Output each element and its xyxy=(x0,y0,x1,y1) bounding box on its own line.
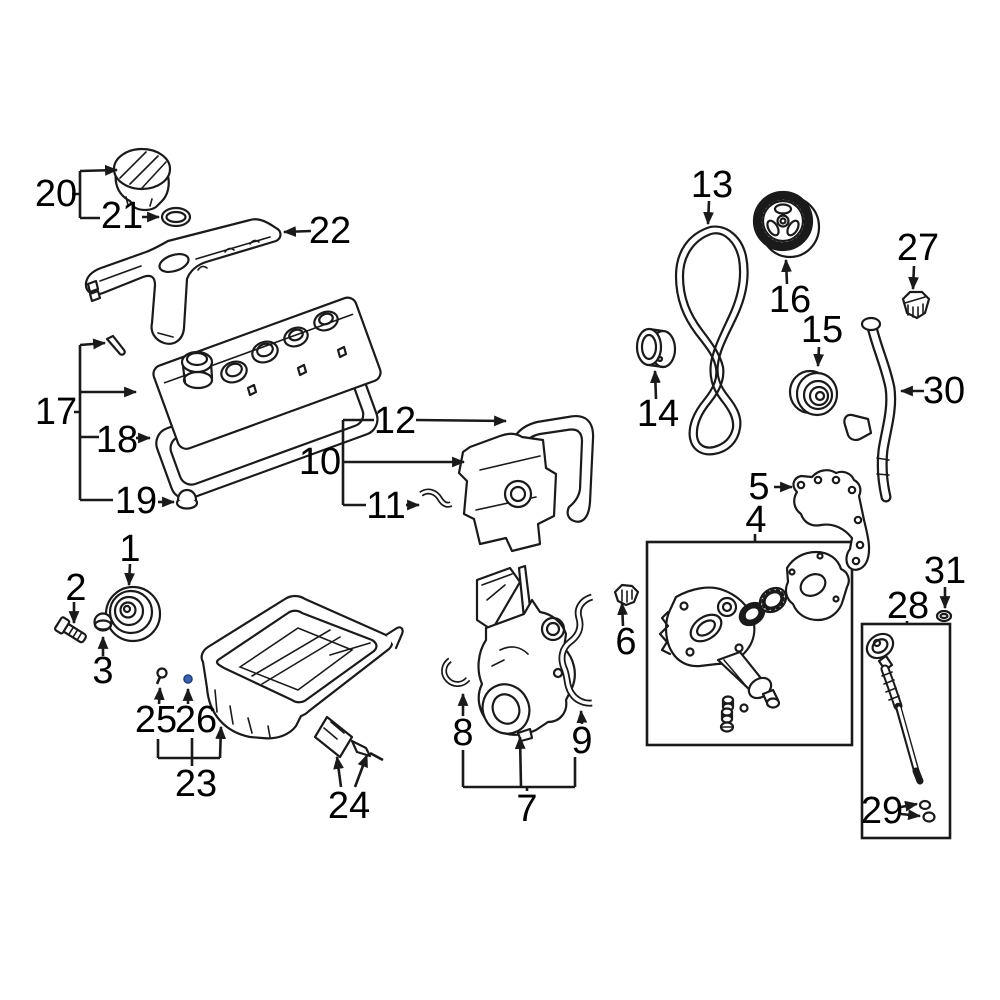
leader-17-18-19 xyxy=(74,338,176,508)
leader-27 xyxy=(908,265,919,291)
leader-22 xyxy=(282,226,312,237)
callout-5: 5 xyxy=(748,466,769,508)
callout-28: 28 xyxy=(887,585,929,627)
callout-14: 14 xyxy=(637,393,679,435)
part-pin xyxy=(105,334,126,356)
callout-22: 22 xyxy=(309,210,351,252)
leader-15 xyxy=(813,346,825,368)
part-drain-bolt xyxy=(155,667,168,685)
callout-1: 1 xyxy=(119,528,140,570)
callout-27: 27 xyxy=(897,227,939,269)
callout-17: 17 xyxy=(35,391,77,433)
callout-31: 31 xyxy=(924,550,966,592)
part-timing-cover-upper xyxy=(457,432,558,553)
leader-23 xyxy=(156,725,227,766)
part-sealant-tube xyxy=(313,715,384,762)
callout-26: 26 xyxy=(175,699,217,741)
part-washer xyxy=(93,612,113,632)
callout-21: 21 xyxy=(101,195,143,237)
leader-lines xyxy=(68,164,951,821)
callout-11: 11 xyxy=(366,485,405,527)
part-bolt-27 xyxy=(901,290,931,320)
part-oil-seals xyxy=(738,586,788,627)
callout-24: 24 xyxy=(328,785,370,827)
part-valve-cover xyxy=(152,296,382,450)
part-oil-pan xyxy=(200,594,404,740)
part-oil-pump-assembly xyxy=(658,550,850,733)
callout-29: 29 xyxy=(861,790,903,832)
part-cover-gasket xyxy=(558,593,594,707)
callout-3: 3 xyxy=(92,650,113,692)
part-cap-o-ring xyxy=(160,206,192,228)
part-bolt-6 xyxy=(613,583,640,607)
leader-7-8-9 xyxy=(457,692,588,791)
leader-16 xyxy=(781,258,792,285)
part-highlighted-gasket xyxy=(183,674,193,684)
part-crank-pulley xyxy=(104,585,162,643)
part-oil-pump-plate xyxy=(792,469,871,571)
part-grommet xyxy=(175,488,199,510)
callout-4: 4 xyxy=(745,499,766,541)
leader-20-21 xyxy=(72,164,161,223)
part-dipstick xyxy=(865,632,936,823)
part-cover-hook xyxy=(441,657,471,687)
callout-labels: 20 21 22 17 18 19 10 12 11 1 2 3 25 26 2… xyxy=(35,164,966,832)
callout-20: 20 xyxy=(35,173,77,215)
callout-8: 8 xyxy=(452,712,473,754)
callout-19: 19 xyxy=(115,480,157,522)
callout-7: 7 xyxy=(516,788,537,830)
part-timing-belt xyxy=(674,225,749,456)
leader-14 xyxy=(650,369,661,400)
callout-2: 2 xyxy=(65,567,86,609)
callout-18: 18 xyxy=(96,419,138,461)
part-tube-o-ring xyxy=(935,609,953,623)
callout-9: 9 xyxy=(571,720,592,762)
leader-13 xyxy=(703,200,714,226)
leader-1 xyxy=(124,563,135,587)
callout-6: 6 xyxy=(615,621,636,663)
callout-16: 16 xyxy=(769,279,811,321)
callout-12: 12 xyxy=(374,400,416,442)
callout-10: 10 xyxy=(299,441,341,483)
callout-25: 25 xyxy=(135,699,177,741)
leader-29 xyxy=(900,800,922,821)
part-rear-seal-plate xyxy=(784,550,850,622)
leader-24 xyxy=(333,753,369,788)
part-engine-cover xyxy=(84,218,282,345)
leader-25 xyxy=(153,686,165,705)
part-dipstick-tube xyxy=(843,316,897,503)
callout-13: 13 xyxy=(691,164,733,206)
callout-30: 30 xyxy=(923,370,965,412)
part-pulley-bolt xyxy=(53,616,87,644)
part-camshaft-sprocket xyxy=(752,190,821,259)
part-oil-filler-cap xyxy=(112,147,172,212)
leader-6 xyxy=(617,601,628,627)
leader-10-11-12 xyxy=(341,415,508,511)
part-timing-cover-lower xyxy=(475,564,576,743)
part-pump-small-parts xyxy=(719,695,749,733)
callout-23: 23 xyxy=(175,763,217,805)
part-idler-pulley xyxy=(788,369,839,417)
callout-15: 15 xyxy=(801,309,843,351)
part-gasket-hook xyxy=(419,488,453,508)
spark-plug-tube-holes xyxy=(220,310,339,384)
part-tensioner-pulley xyxy=(635,327,677,369)
